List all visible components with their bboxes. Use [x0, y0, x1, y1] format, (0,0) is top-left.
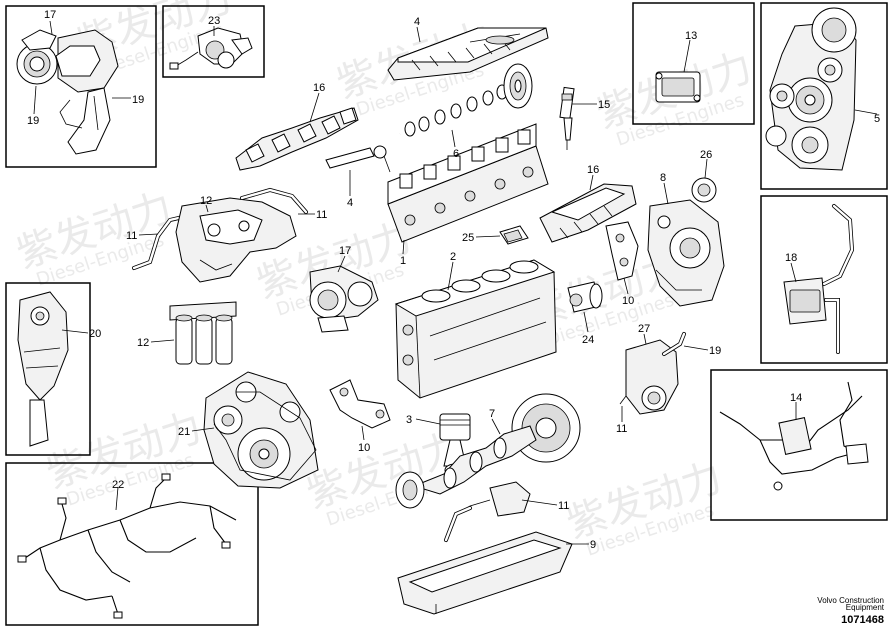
watermark-mark: 紫发动力 Diesel-Engines — [561, 454, 727, 560]
callout: 11 — [316, 209, 327, 221]
callout: 23 — [208, 15, 220, 27]
turbocharger-17 — [16, 29, 119, 155]
injector-15 — [559, 86, 575, 150]
callout: 16 — [587, 164, 599, 176]
callout: 17 — [339, 245, 351, 257]
callout: 10 — [622, 295, 634, 307]
callout: 14 — [790, 392, 802, 404]
valve-cover-4 — [387, 27, 549, 81]
starter-24 — [567, 281, 603, 313]
callout: 6 — [453, 148, 459, 160]
accessory-drive-21 — [203, 371, 319, 489]
crankshaft-7 — [395, 393, 581, 509]
callout: 22 — [112, 479, 124, 491]
intake-manifold-16 — [539, 183, 637, 243]
leader-lines — [33, 20, 878, 545]
bracket-10 — [605, 221, 639, 281]
footer-brand: Volvo Construction — [817, 596, 884, 605]
callout: 8 — [660, 172, 666, 184]
callout: 10 — [358, 442, 370, 454]
harness-22 — [17, 473, 237, 619]
callout: 12 — [137, 337, 149, 349]
footer-subtitle: Equipment — [845, 603, 884, 612]
inset-part-18 — [760, 195, 888, 364]
inset-part-23 — [162, 5, 265, 78]
timing-gears-5 — [765, 7, 857, 171]
pulley-26 — [691, 177, 717, 203]
bracket-10-lower — [329, 379, 391, 429]
callout: 9 — [590, 539, 596, 551]
callout: 21 — [178, 426, 190, 438]
callout: 3 — [406, 414, 412, 426]
callout: 19 — [27, 115, 39, 127]
harness-14 — [719, 381, 869, 491]
inset-turbo-17 — [5, 5, 157, 168]
callout: 11 — [616, 423, 627, 435]
callout: 18 — [785, 252, 797, 264]
footer-doc-id: 1071468 — [841, 614, 884, 626]
callout: 11 — [126, 230, 137, 242]
callout: 20 — [89, 328, 101, 340]
watermark-mark: 紫发动力 Diesel-Engines — [41, 404, 207, 510]
callout: 27 — [638, 323, 650, 335]
callout-labels: 17 19 19 23 4 13 5 16 15 6 4 12 11 11 1 … — [27, 9, 880, 551]
callout: 19 — [132, 94, 144, 106]
callout: 17 — [44, 9, 56, 21]
inset-harness-14 — [710, 369, 888, 521]
callout: 13 — [685, 30, 697, 42]
callout: 5 — [874, 113, 880, 125]
rocker-part-4 — [325, 145, 391, 173]
callout: 15 — [598, 99, 610, 111]
callout: 4 — [347, 197, 353, 209]
part-18 — [783, 204, 855, 354]
timing-cover-8 — [647, 199, 725, 307]
pump-assembly-27 — [619, 332, 686, 415]
exhaust-manifold-16 — [235, 107, 359, 171]
inset-part-13 — [632, 2, 755, 125]
callout: 16 — [313, 82, 325, 94]
inset-timing-gear-5 — [760, 2, 888, 190]
cylinder-head-1 — [387, 123, 549, 243]
callout: 4 — [414, 16, 420, 28]
sensor-25 — [499, 225, 529, 245]
callout: 26 — [700, 149, 712, 161]
filters-12 — [169, 301, 237, 365]
intake-pipework-12 — [132, 187, 308, 283]
oil-pan-9 — [397, 506, 573, 615]
cooler-13 — [655, 71, 701, 103]
camshaft-6 — [399, 63, 533, 137]
callout: 25 — [462, 232, 474, 244]
callout: 1 — [400, 255, 406, 267]
actuator-23 — [169, 27, 253, 70]
inset-part-20 — [5, 282, 91, 456]
inset-harness-22 — [5, 462, 259, 626]
callout: 12 — [200, 195, 212, 207]
turbocharger-17-center — [309, 265, 379, 333]
engine-block-2 — [394, 259, 557, 399]
inset-frames — [5, 2, 888, 626]
callout: 2 — [450, 251, 456, 263]
housing-20 — [17, 291, 69, 447]
callout: 19 — [709, 345, 721, 357]
callout: 11 — [558, 500, 569, 512]
callout: 24 — [582, 334, 594, 346]
callout: 7 — [489, 408, 495, 420]
